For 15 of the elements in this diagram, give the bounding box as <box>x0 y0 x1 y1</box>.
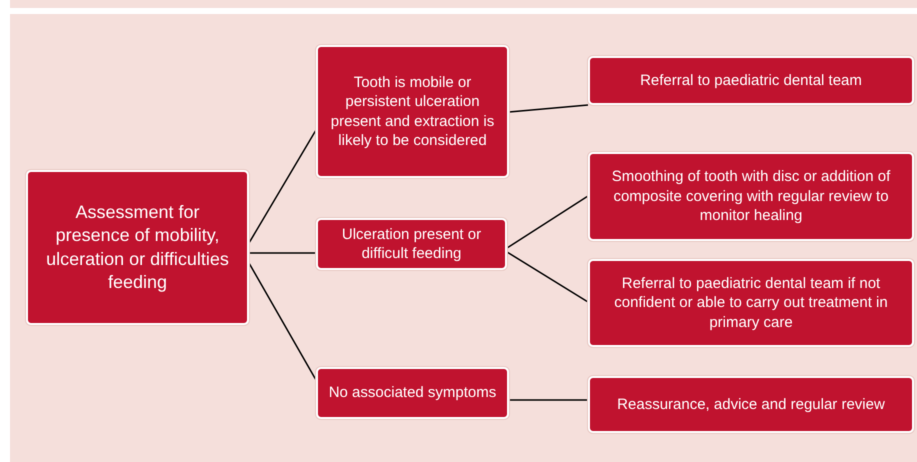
connector-line <box>506 195 588 249</box>
process-box: No associated symptoms <box>316 367 509 419</box>
connector-line <box>509 399 588 401</box>
process-box: Assessment for presence of mobility, ulceration or difficulties feeding <box>26 170 249 325</box>
process-box: Referral to paediatric dental team <box>588 56 914 105</box>
process-box: Tooth is mobile or persistent ulceration present and extraction is likely to be considered <box>316 45 509 178</box>
process-box: Smoothing of tooth with disc or addition of composite covering with regular review to monitor healing <box>588 152 914 241</box>
connector-line <box>248 262 317 380</box>
process-box: Ulceration present or difficult feeding <box>316 218 507 270</box>
connector-line <box>508 104 588 113</box>
process-box: Referral to paediatric dental team if not confident or able to carry out treatment in primary care <box>588 259 914 347</box>
process-box: Reassurance, advice and regular review <box>588 376 914 433</box>
connector-line <box>506 251 588 303</box>
connector-line <box>248 130 317 244</box>
connector-line <box>249 252 316 254</box>
